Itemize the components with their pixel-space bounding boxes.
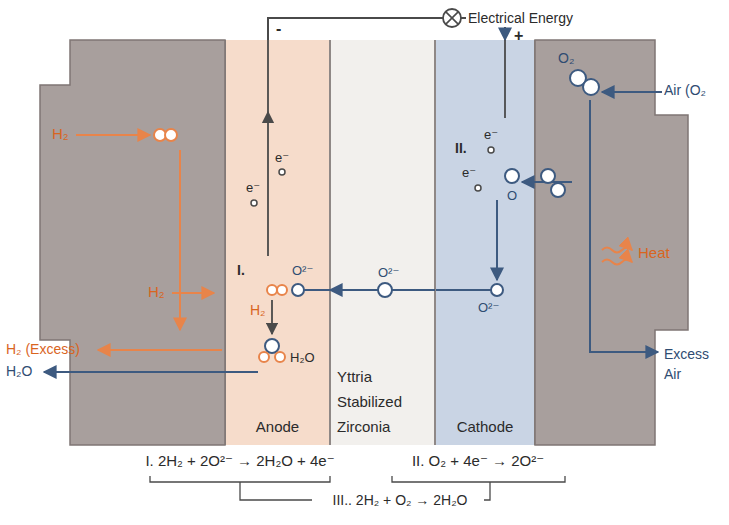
part-label: II. [455,140,467,156]
oxygen-particle [551,183,565,197]
hydrogen-flow [172,292,214,294]
cell-layer: Anode [225,40,330,445]
cell-layer: Cathode [435,40,535,445]
oxygen-ion-arrow [330,289,435,291]
part-label: O²⁻ [478,300,499,316]
part-label: I. [237,262,245,278]
part-label: O [507,188,517,204]
electron-dot [279,169,285,175]
oxygen-particle [292,70,599,297]
equation-bracket [150,476,330,482]
electron-flow [267,40,269,112]
housing [40,40,225,445]
part-label: H₂O [290,350,315,366]
electron-dot [251,200,257,206]
reaction-equation: I. 2H₂ + 2O²⁻ → 2H₂O + 4e⁻ [110,453,370,469]
heat-waves [602,248,632,265]
air-flow [590,100,658,352]
housing [40,40,688,445]
part-label: H₂ [250,302,266,318]
part-label: Air (O₂ [664,82,706,98]
part-label: + [514,28,523,44]
oxygen-particle [541,169,555,183]
oxygen-ion-flow [304,182,572,290]
part-label: O²⁻ [292,263,313,279]
water-molecule [275,352,285,362]
layer-name: Cathode [440,414,530,439]
external-circuit-wire [268,18,505,40]
water-molecule [259,339,285,362]
hydrogen-flow [76,135,222,350]
housing [535,40,688,445]
load-symbol [443,9,461,27]
part-label: Heat [638,245,670,261]
part-label: e⁻ [246,180,260,196]
oxygen-ion-flow [436,289,491,291]
part-label: - [276,21,281,37]
water-molecule [259,352,269,362]
hydrogen-molecule [267,285,277,295]
air-flow [602,91,662,93]
water-molecule [265,339,279,353]
air-flow [590,92,662,352]
part-label: O₂ [558,50,574,66]
load-symbol [446,12,459,25]
oxygen-particle [491,284,503,296]
part-label: e⁻ [462,165,476,181]
oxygen-particle [292,284,304,296]
oxygen-particle [570,70,586,86]
layer-name: Anode [230,414,325,439]
hydrogen-molecule [154,129,287,295]
equation-bracket [240,482,312,500]
electron-flow [268,40,505,334]
heat-waves [602,248,632,253]
hydrogen-flow [98,349,222,351]
load-symbol [443,9,461,27]
equation-bracket [484,482,490,500]
oxygen-particle [583,79,599,95]
oxygen-ion-flow [496,200,498,280]
reaction-equation: III.. 2H₂ + O₂ → 2H₂O [300,492,500,508]
oxygen-particle [505,169,519,183]
water-flow [44,371,258,373]
part-label: H₂O [6,363,32,379]
part-label: Excess Air [664,344,724,384]
hydrogen-molecule [277,285,287,295]
hydrogen-molecule [154,129,166,141]
hydrogen-molecule [165,129,177,141]
oxygen-ion-flow [304,289,330,291]
part-label: e⁻ [484,127,498,143]
electron-dot [488,147,494,153]
connector-label: Electrical Energy [466,9,575,27]
layer-name: Yttria Stabilized Zirconia [337,364,430,439]
part-label: H₂ (Excess) [6,341,80,357]
oxygen-ion-flow [522,181,572,183]
electron-dot [251,147,494,206]
heat-waves [602,260,632,265]
electron-flow [271,300,273,334]
part-label: H₂ [148,284,165,300]
reaction-equation: II. O₂ + 4e⁻ → 2O²⁻ [388,453,568,469]
cell-layer: Yttria Stabilized Zirconia [330,40,435,445]
electron-flow [504,40,506,118]
equation-bracket [392,476,565,482]
part-label: e⁻ [275,150,289,166]
connector-label: O²⁻ [376,264,401,282]
part-label: H₂ [52,126,69,142]
oxygen-particle [378,283,392,297]
water-flow [44,371,258,373]
electron-flow [267,112,269,256]
hydrogen-flow [76,134,150,136]
hydrogen-flow [179,150,181,330]
electron-dot [475,185,481,191]
equation-bracket [150,476,565,500]
